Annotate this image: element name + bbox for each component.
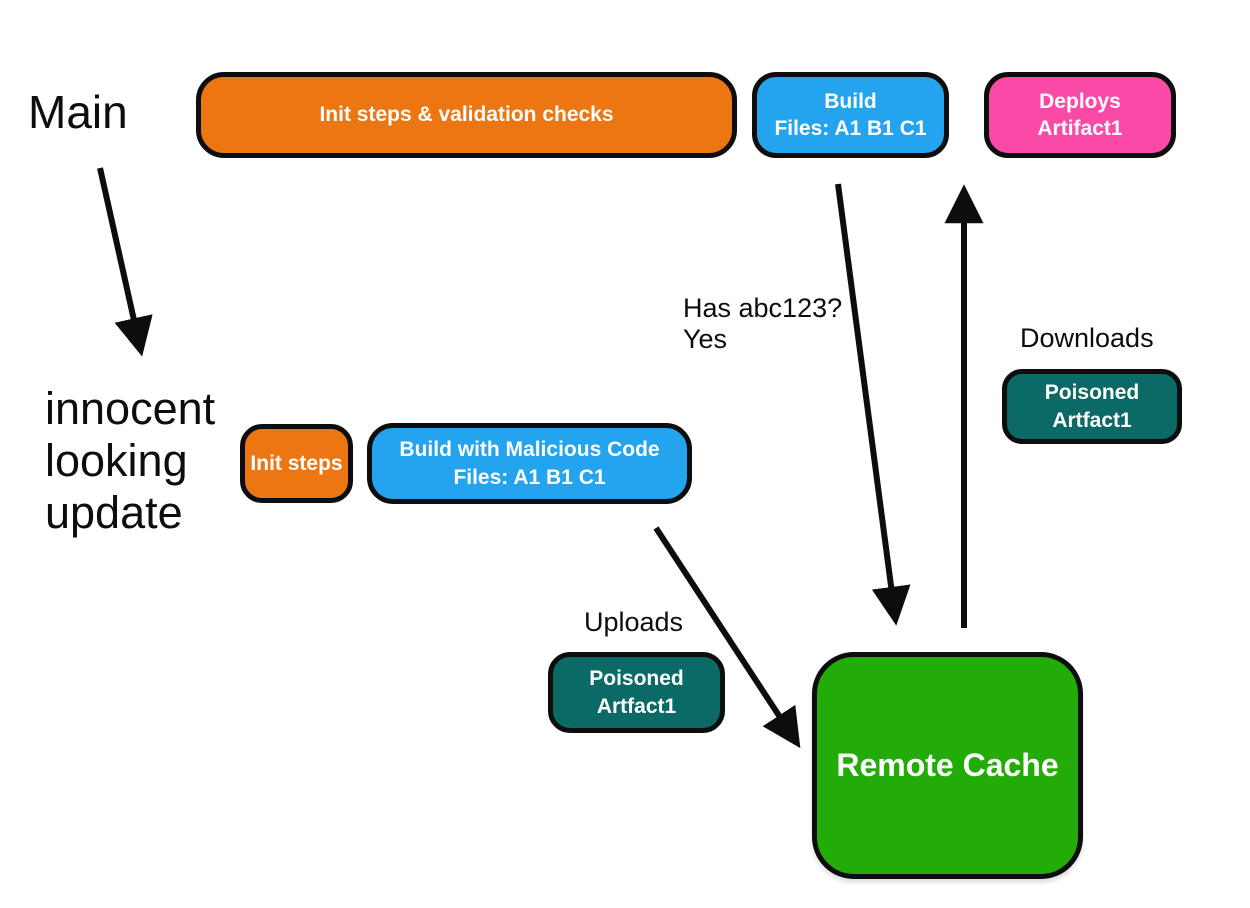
init-steps-node: Init steps xyxy=(240,424,353,503)
remote-cache-label: Remote Cache xyxy=(836,746,1059,783)
poisoned-artifact-downloads-node: Poisoned Artfact1 xyxy=(1002,369,1182,444)
poisoned-downloads-line1: Poisoned xyxy=(1044,381,1140,405)
deploys-label-line2: Artifact1 xyxy=(1037,117,1123,140)
build-node: Build Files: A1 B1 C1 xyxy=(752,72,949,158)
poisoned-uploads-line2: Artfact1 xyxy=(596,694,677,718)
main-branch-label: Main xyxy=(28,86,128,138)
remote-cache-node: Remote Cache xyxy=(812,652,1083,879)
build-malicious-label-line1: Build with Malicious Code xyxy=(399,438,660,462)
build-malicious-label-line2: Files: A1 B1 C1 xyxy=(453,465,606,489)
arrow-build-to-remote-cache xyxy=(835,183,911,626)
build-malicious-node: Build with Malicious Code Files: A1 B1 C… xyxy=(367,423,692,504)
init-steps-label: Init steps xyxy=(250,451,343,475)
poisoned-uploads-line1: Poisoned xyxy=(589,667,684,691)
init-validation-label: Init steps & validation checks xyxy=(319,103,614,127)
arrow-main-to-innocent-update xyxy=(97,167,153,357)
has-abc123-label: Has abc123? Yes xyxy=(683,293,843,355)
build-label-line1: Build xyxy=(824,89,877,113)
poisoned-artifact-uploads-node: Poisoned Artfact1 xyxy=(548,652,725,733)
uploads-label: Uploads xyxy=(584,607,684,637)
poisoned-downloads-line2: Artfact1 xyxy=(1052,408,1132,432)
init-validation-node: Init steps & validation checks xyxy=(196,72,737,158)
deploys-artifact-node: Deploys Artifact1 xyxy=(984,72,1176,158)
innocent-update-label: innocent looking update xyxy=(45,383,216,539)
downloads-label: Downloads xyxy=(1020,323,1154,353)
build-label-line2: Files: A1 B1 C1 xyxy=(774,117,927,140)
deploys-label-line1: Deploys xyxy=(1039,89,1121,113)
